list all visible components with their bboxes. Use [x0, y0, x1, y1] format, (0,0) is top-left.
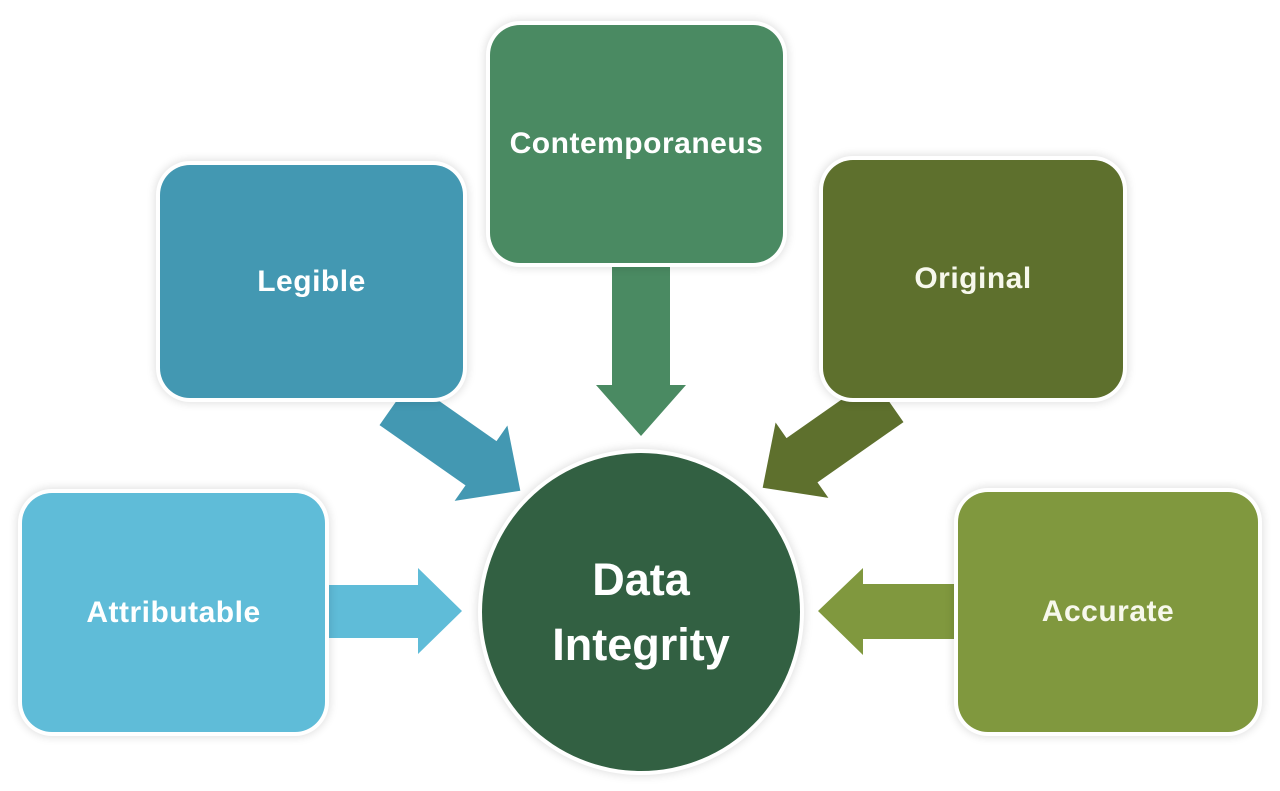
node-contemporaneus: Contemporaneus — [490, 25, 783, 263]
node-original: Original — [823, 160, 1123, 398]
node-attributable-label: Attributable — [86, 595, 261, 629]
node-legible-label: Legible — [257, 264, 366, 298]
node-accurate: Accurate — [958, 492, 1258, 732]
node-accurate-label: Accurate — [1041, 595, 1175, 628]
accurate-arrow-icon — [818, 568, 959, 655]
legible-arrow-icon — [379, 380, 521, 501]
node-contemporaneus-label: Contemporaneus — [509, 127, 764, 160]
node-attributable: Attributable — [22, 493, 325, 732]
center-circle-data-integrity: Data Integrity — [482, 453, 800, 771]
attributable-arrow-icon — [326, 568, 462, 654]
original-arrow-icon — [762, 377, 904, 498]
contemporaneus-arrow-icon — [596, 262, 686, 436]
node-legible: Legible — [160, 165, 463, 398]
node-original-label: Original — [914, 262, 1032, 295]
center-circle-label: Data Integrity — [552, 553, 730, 670]
